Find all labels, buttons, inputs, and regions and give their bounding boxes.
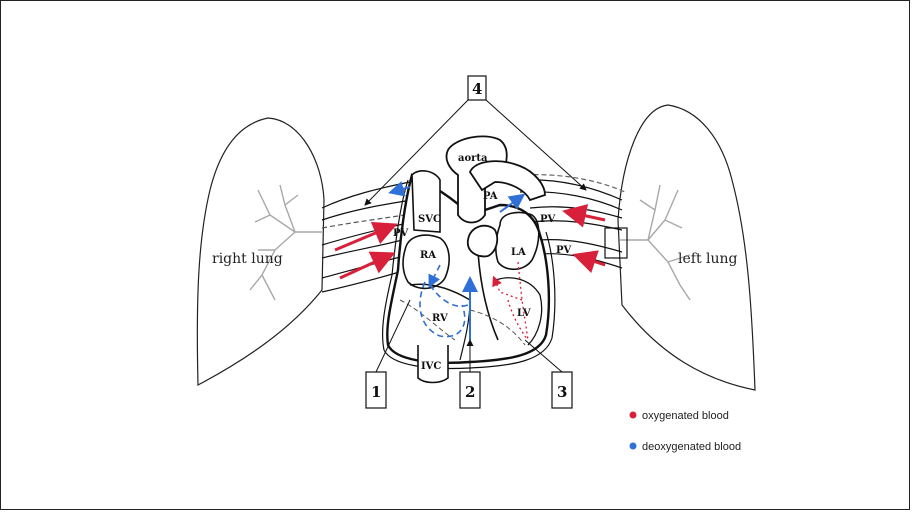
left-pv-label-lower: PV (556, 245, 572, 256)
lv-label: LV (517, 308, 531, 319)
pa-label: PA (483, 191, 498, 202)
left-pv-label-upper: PV (540, 214, 556, 225)
deoxygenated-legend-label: deoxygenated blood (642, 441, 741, 453)
ra-label: RA (420, 250, 436, 261)
right-pv-arrow-upper (335, 226, 392, 250)
svc-label: SVC (418, 214, 441, 225)
oxygenated-legend-label: oxygenated blood (642, 410, 729, 422)
la-label: LA (511, 247, 526, 258)
callout-3: 3 (552, 372, 572, 408)
svg-text:2: 2 (465, 383, 475, 401)
svg-text:3: 3 (557, 383, 567, 401)
deoxygenated-legend-dot (630, 443, 637, 450)
oxygenated-legend-dot (630, 412, 637, 419)
left-pv-arrow-lower (578, 256, 605, 265)
ivc-label: IVC (421, 361, 441, 372)
svg-text:1: 1 (371, 383, 381, 401)
left-lung-label: left lung (678, 251, 738, 267)
callout-1: 1 (366, 372, 386, 408)
right-lung-label: right lung (212, 251, 283, 267)
callout-4: 4 (468, 76, 486, 100)
legend: oxygenated blood deoxygenated blood (630, 410, 742, 453)
left-lung: left lung (618, 105, 755, 390)
svg-text:4: 4 (472, 80, 482, 98)
callout-2: 2 (460, 372, 480, 408)
right-pv-label: PV (393, 228, 409, 239)
right-pv-arrow-lower (340, 255, 390, 278)
aorta-label: aorta (458, 153, 488, 164)
right-lung: right lung (197, 118, 324, 385)
rv-label: RV (432, 313, 448, 324)
left-pv-arrow-upper (568, 212, 605, 220)
